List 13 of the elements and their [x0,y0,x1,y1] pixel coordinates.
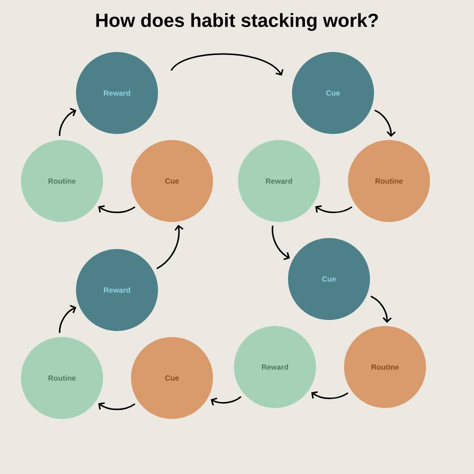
arrow [98,205,136,214]
arrow [58,304,76,333]
arrow [315,205,352,214]
arrow [210,396,242,406]
arrow [272,226,290,260]
arrow [170,53,284,76]
arrow [98,402,136,410]
arrow [370,296,392,323]
arrow [58,108,76,136]
arrow [311,391,348,400]
arrow [374,110,396,137]
title: How does habit stacking work? [96,13,378,31]
arrow [156,224,184,270]
